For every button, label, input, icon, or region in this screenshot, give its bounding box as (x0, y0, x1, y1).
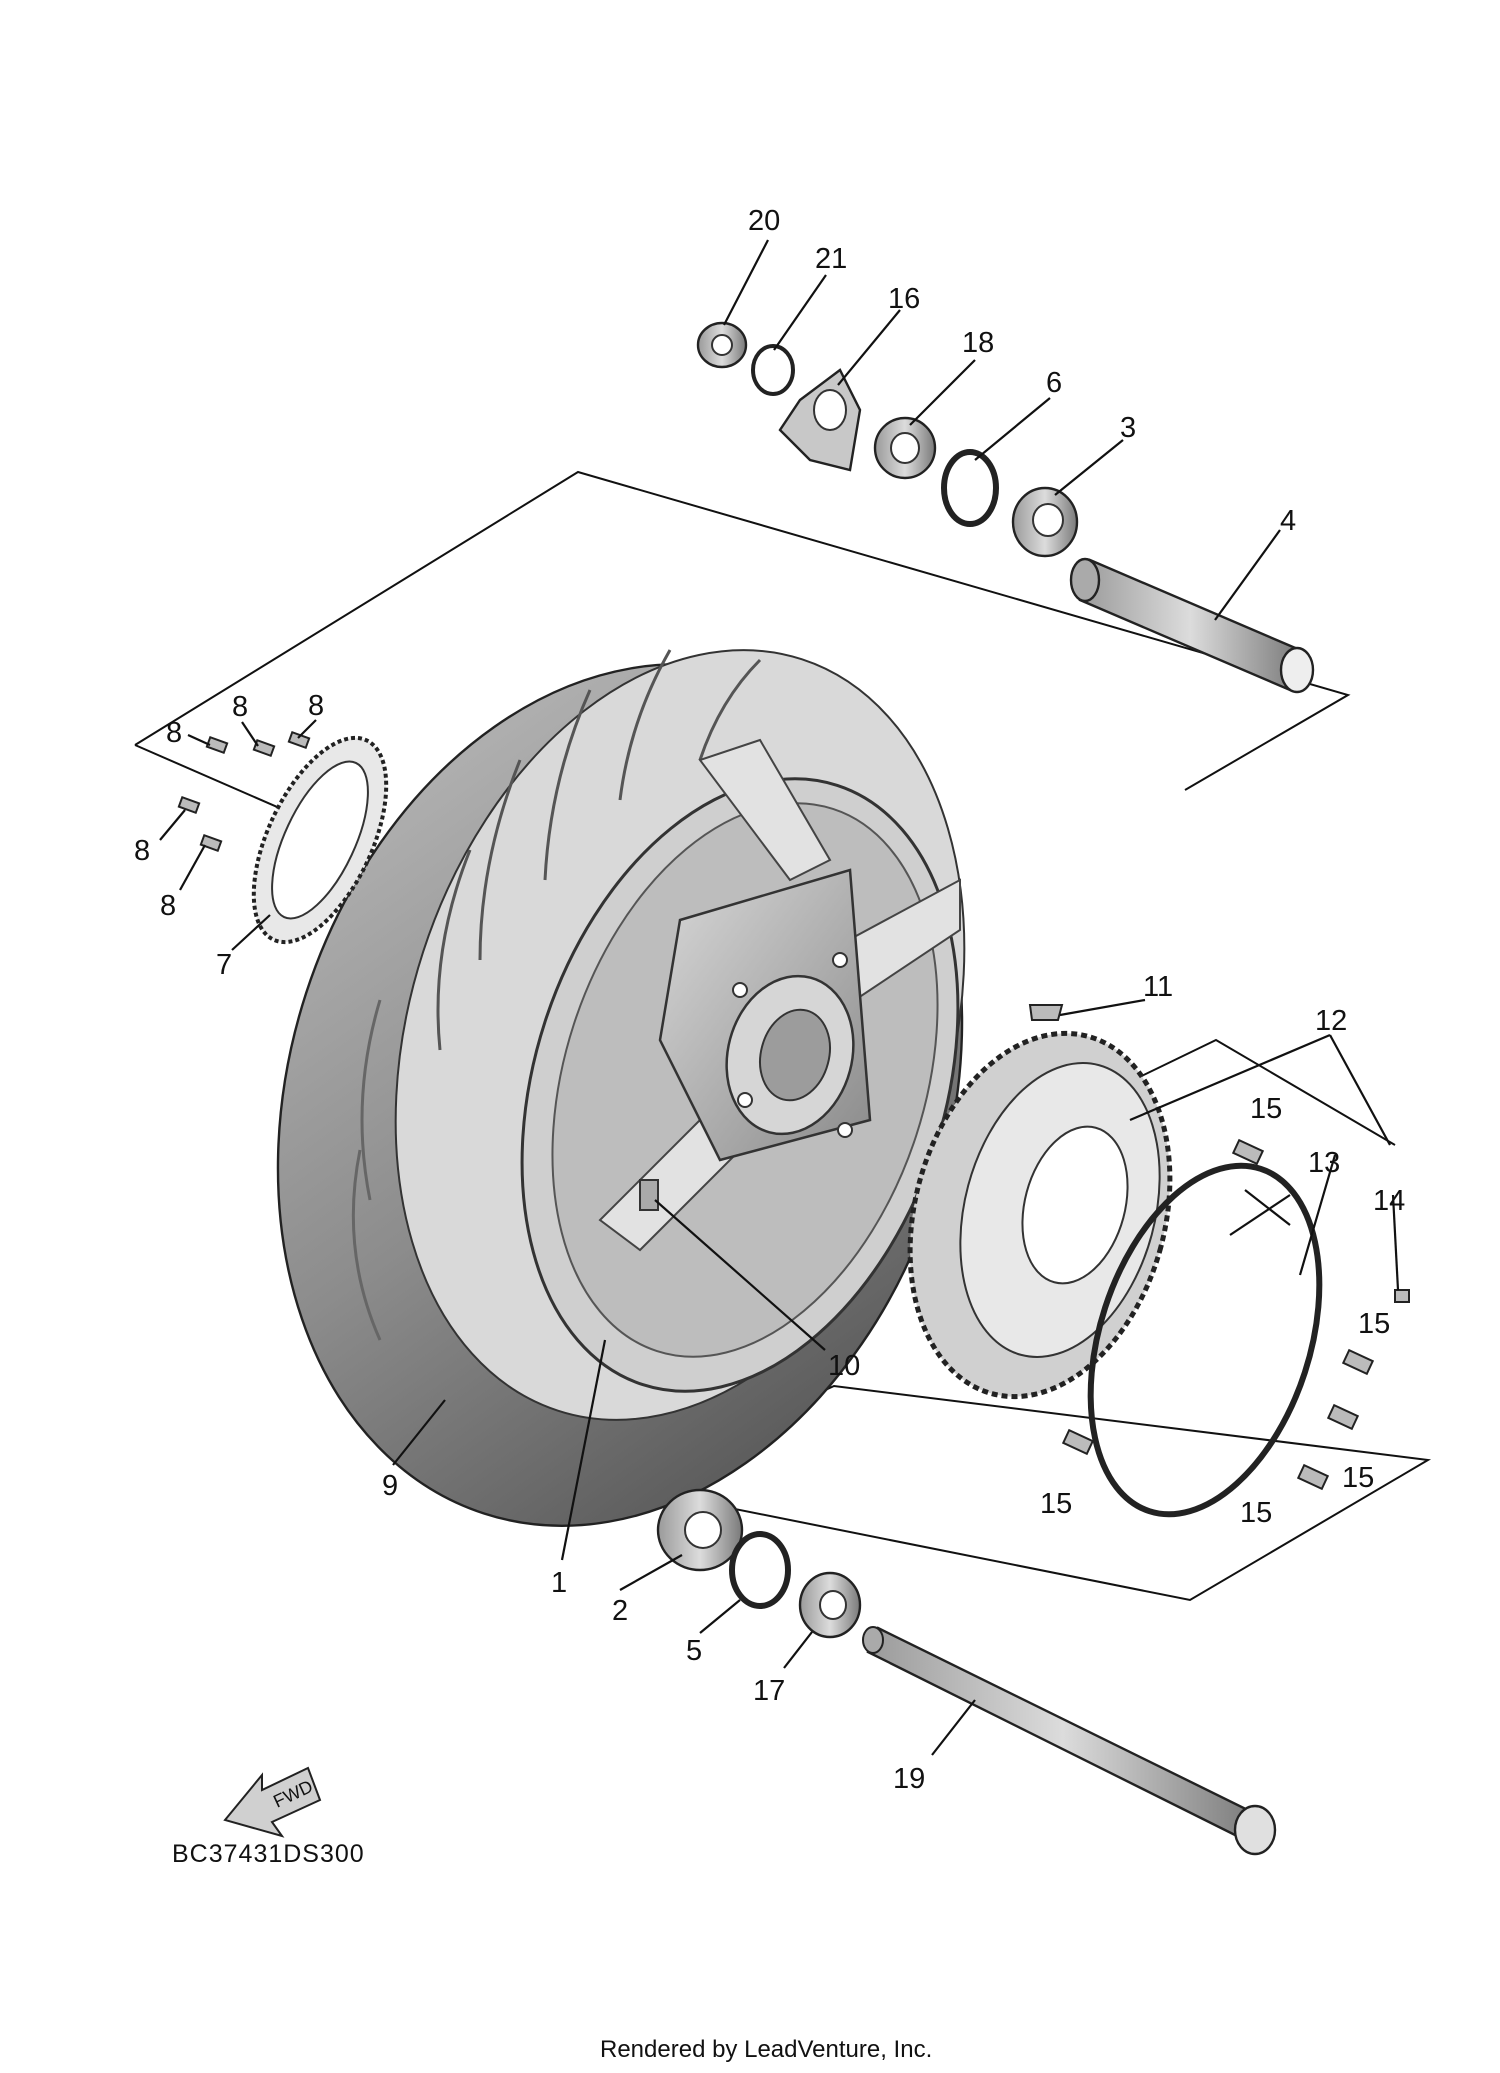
callout-numbers: 20 21 16 18 6 3 4 8 8 8 8 8 7 11 12 13 1… (134, 205, 1405, 1795)
bearing-3 (1011, 486, 1079, 558)
oil-seal-5 (729, 1531, 791, 1609)
sprocket-bolts-15 (1061, 1138, 1410, 1491)
callout-8e: 8 (160, 890, 176, 922)
callout-15b: 15 (1358, 1308, 1390, 1340)
callout-18: 18 (962, 327, 994, 359)
sprocket-12 (907, 1030, 1173, 1400)
upper-assembly-outline (134, 470, 1351, 791)
callout-16: 16 (888, 283, 920, 315)
callout-4: 4 (1280, 505, 1296, 537)
callout-9: 9 (382, 1470, 398, 1502)
oil-seal-6 (941, 449, 999, 527)
callout-7: 7 (216, 949, 232, 981)
callout-6: 6 (1046, 367, 1062, 399)
callout-14: 14 (1373, 1185, 1405, 1217)
diagram-code: BC37431DS300 (172, 1840, 365, 1868)
collar-17 (798, 1571, 862, 1639)
callout-12: 12 (1315, 1005, 1347, 1037)
sensor-rotor (251, 735, 389, 945)
leader-lines (159, 239, 1400, 1756)
callout-17: 17 (753, 1675, 785, 1707)
render-credit: Rendered by LeadVenture, Inc. (600, 2036, 933, 2063)
callout-15a: 15 (1250, 1093, 1282, 1125)
valve-stem (639, 1179, 659, 1211)
collar-18 (873, 416, 937, 480)
nut-20 (696, 321, 748, 369)
washer-21 (751, 344, 795, 396)
plate-13 (1087, 1162, 1323, 1518)
callout-15e: 15 (1040, 1488, 1072, 1520)
callout-5: 5 (686, 1635, 702, 1667)
callout-11: 11 (1143, 971, 1173, 1003)
bracket-16 (778, 368, 862, 472)
callout-8b: 8 (308, 690, 324, 722)
spacer-4 (1069, 557, 1315, 694)
callout-2: 2 (612, 1595, 628, 1627)
callout-13: 13 (1308, 1147, 1340, 1179)
callout-10: 10 (828, 1350, 860, 1382)
callout-15d: 15 (1240, 1497, 1272, 1529)
callout-8a: 8 (232, 691, 248, 723)
callout-19: 19 (893, 1763, 925, 1795)
callout-3: 3 (1120, 412, 1136, 444)
wheel-rim (520, 738, 961, 1393)
axle-19 (862, 1626, 1277, 1856)
callout-21: 21 (815, 243, 847, 275)
callout-8c: 8 (166, 717, 182, 749)
callout-15c: 15 (1342, 1462, 1374, 1494)
damper-11 (1028, 1004, 1064, 1021)
forward-direction-arrow: FWD (223, 1766, 322, 1838)
bearing-2 (656, 1488, 744, 1572)
callout-20: 20 (748, 205, 780, 237)
callout-8d: 8 (134, 835, 150, 867)
callout-1: 1 (551, 1567, 567, 1599)
rotor-bolts (177, 730, 311, 853)
